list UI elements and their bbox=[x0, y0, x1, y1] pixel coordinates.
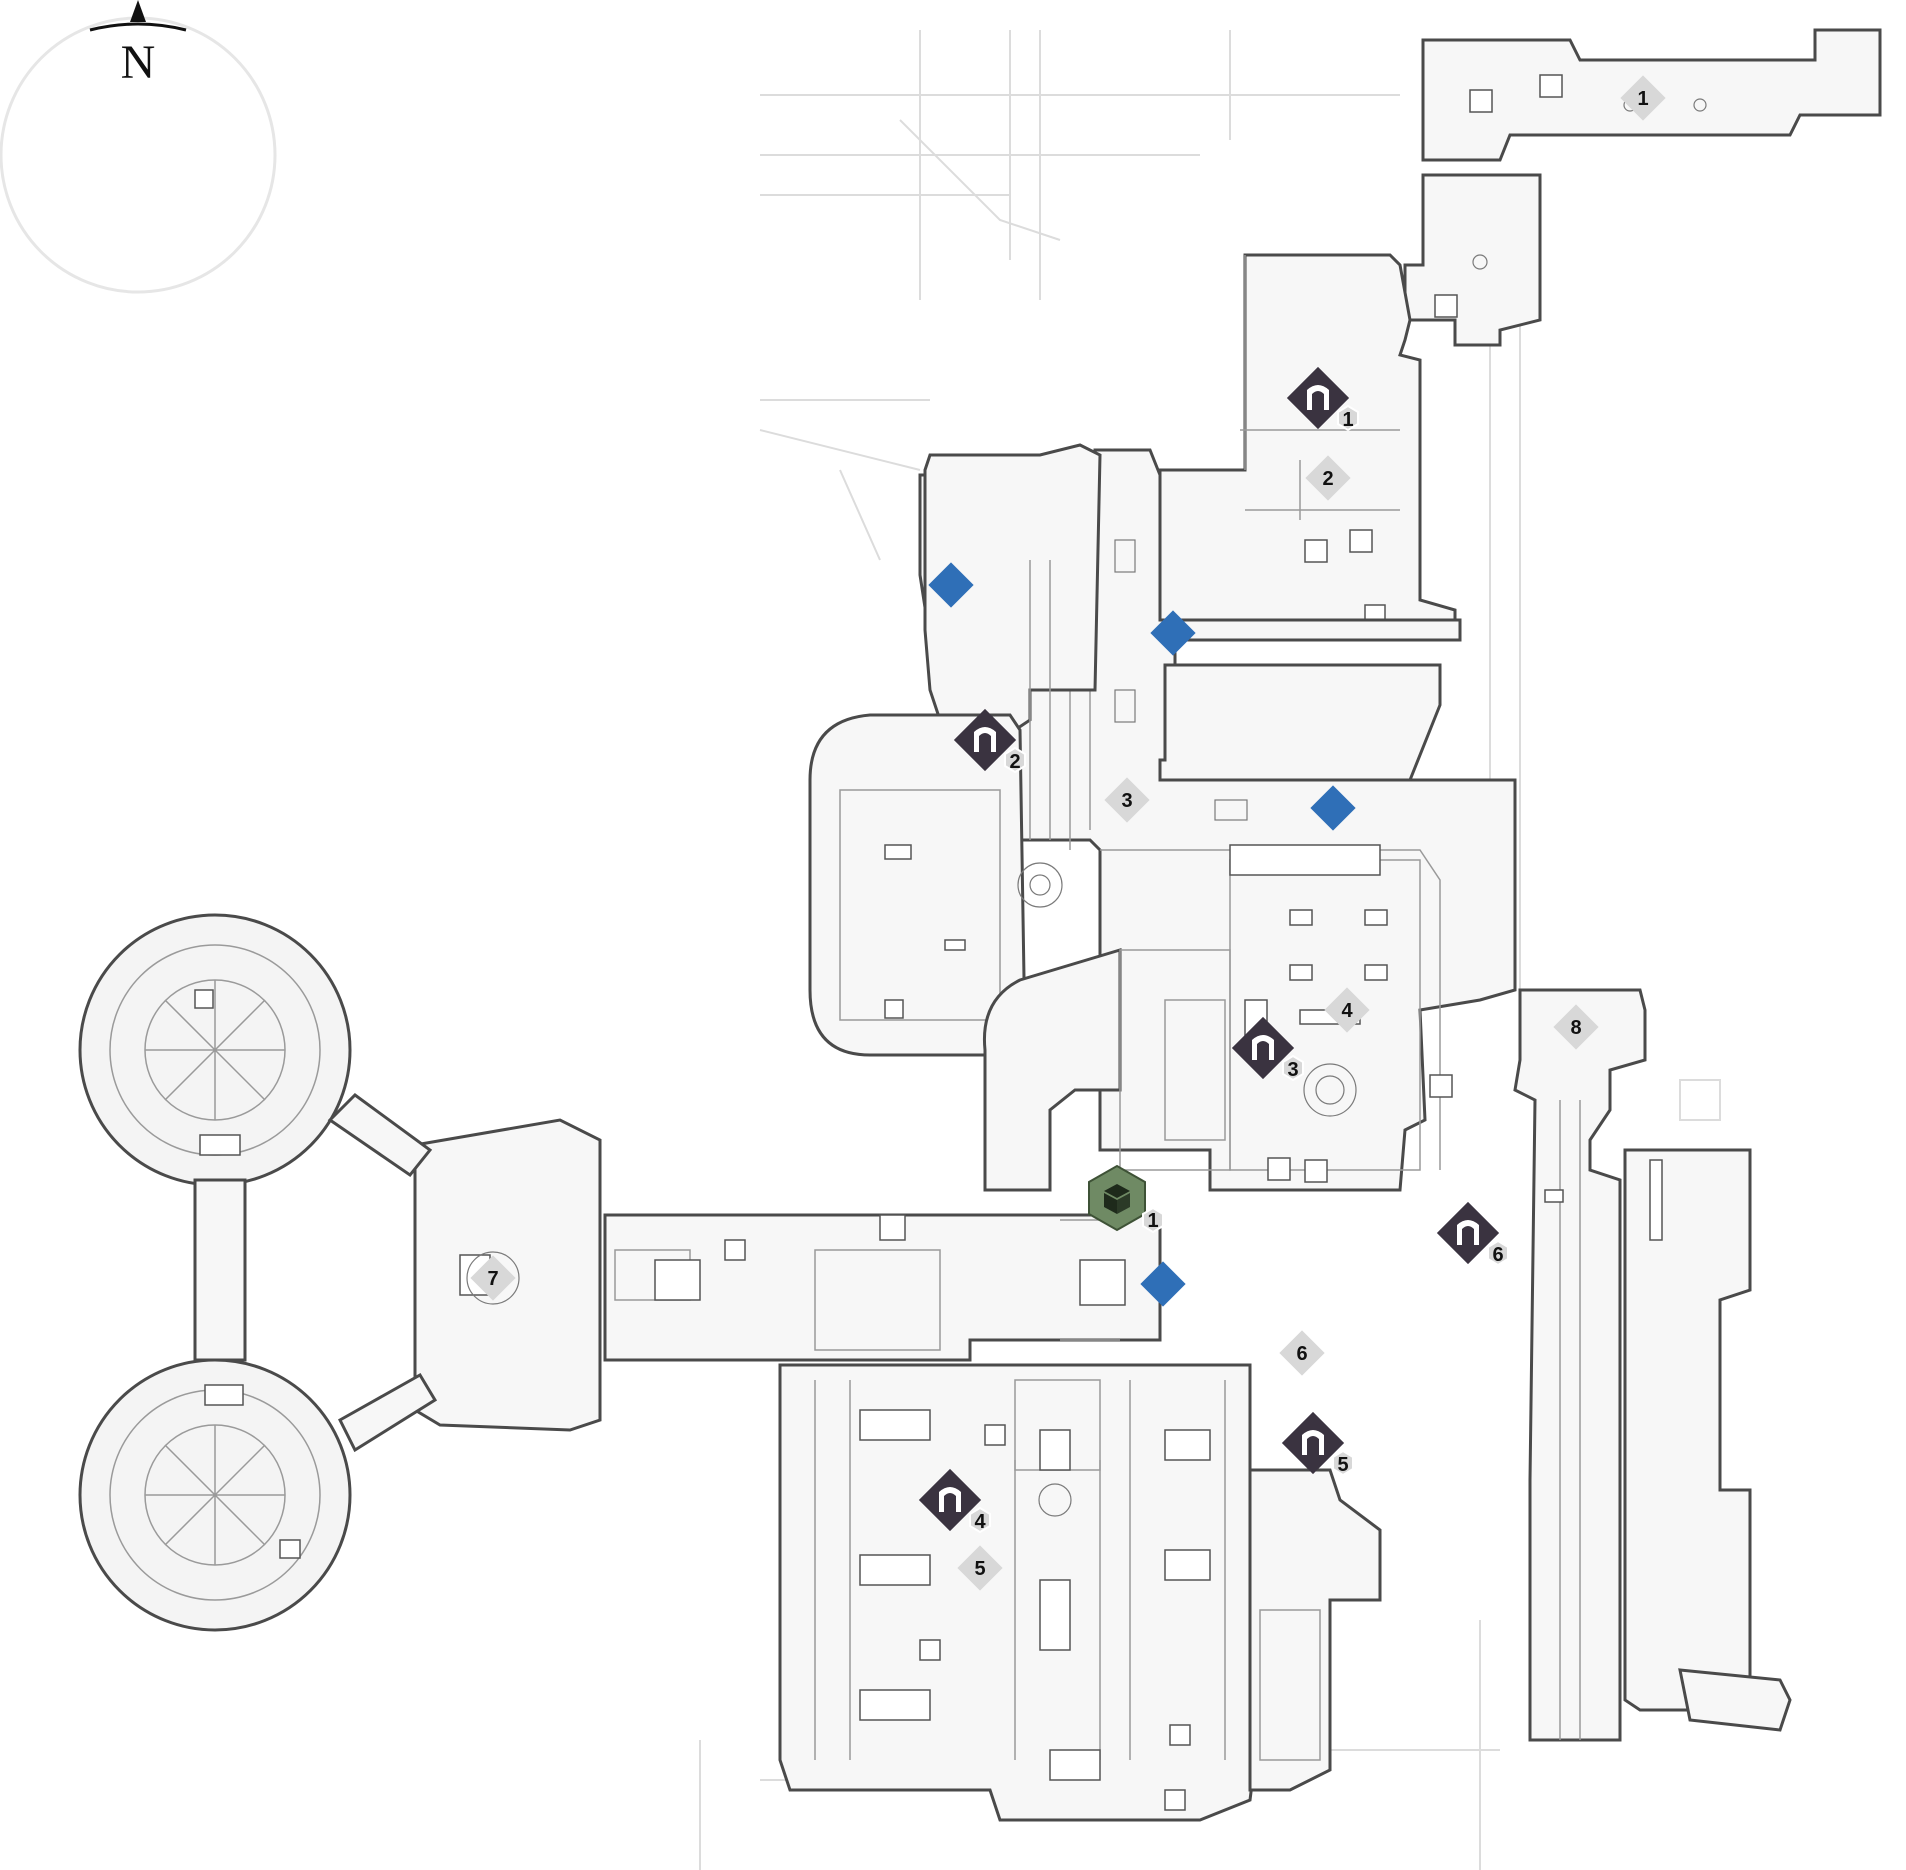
svg-text:2: 2 bbox=[1322, 468, 1333, 490]
svg-text:1: 1 bbox=[1637, 88, 1648, 110]
svg-text:8: 8 bbox=[1570, 1017, 1581, 1039]
svg-text:5: 5 bbox=[1337, 1454, 1348, 1476]
compass-label: N bbox=[121, 36, 156, 89]
doorway-icon bbox=[1457, 1220, 1479, 1245]
east-wing bbox=[1513, 988, 1792, 1742]
doorway-marker[interactable]: 6 bbox=[1436, 1201, 1509, 1267]
svg-text:3: 3 bbox=[1287, 1059, 1298, 1081]
doorway-marker[interactable]: 2 bbox=[953, 708, 1026, 774]
svg-text:7: 7 bbox=[487, 1268, 498, 1290]
doorway-marker[interactable]: 5 bbox=[1281, 1411, 1354, 1477]
zone-marker[interactable]: 6 bbox=[1279, 1330, 1325, 1376]
spawn-crate-icon bbox=[1104, 1184, 1130, 1214]
svg-text:1: 1 bbox=[1342, 409, 1353, 431]
doorway-icon bbox=[974, 727, 996, 752]
compass: N bbox=[0, 0, 277, 294]
spawn-marker[interactable]: 1 bbox=[1088, 1164, 1164, 1234]
svg-text:4: 4 bbox=[1341, 1000, 1353, 1022]
west-domes bbox=[78, 913, 602, 1632]
svg-text:3: 3 bbox=[1121, 790, 1132, 812]
doorway-icon bbox=[1252, 1035, 1274, 1060]
svg-text:6: 6 bbox=[1296, 1343, 1307, 1365]
south-hall bbox=[778, 1363, 1282, 1822]
svg-text:4: 4 bbox=[974, 1511, 986, 1533]
north-west-loop bbox=[808, 443, 1102, 1057]
doorway-icon bbox=[1307, 385, 1329, 410]
doorway-icon bbox=[1302, 1430, 1324, 1455]
north-arrow-icon bbox=[130, 0, 146, 22]
svg-text:2: 2 bbox=[1009, 751, 1020, 773]
south-east-room bbox=[1248, 1468, 1382, 1792]
svg-text:1: 1 bbox=[1147, 1210, 1158, 1232]
svg-text:6: 6 bbox=[1492, 1244, 1503, 1266]
svg-text:5: 5 bbox=[974, 1558, 985, 1580]
west-corridor bbox=[603, 1213, 1162, 1362]
doorway-icon bbox=[939, 1487, 961, 1512]
